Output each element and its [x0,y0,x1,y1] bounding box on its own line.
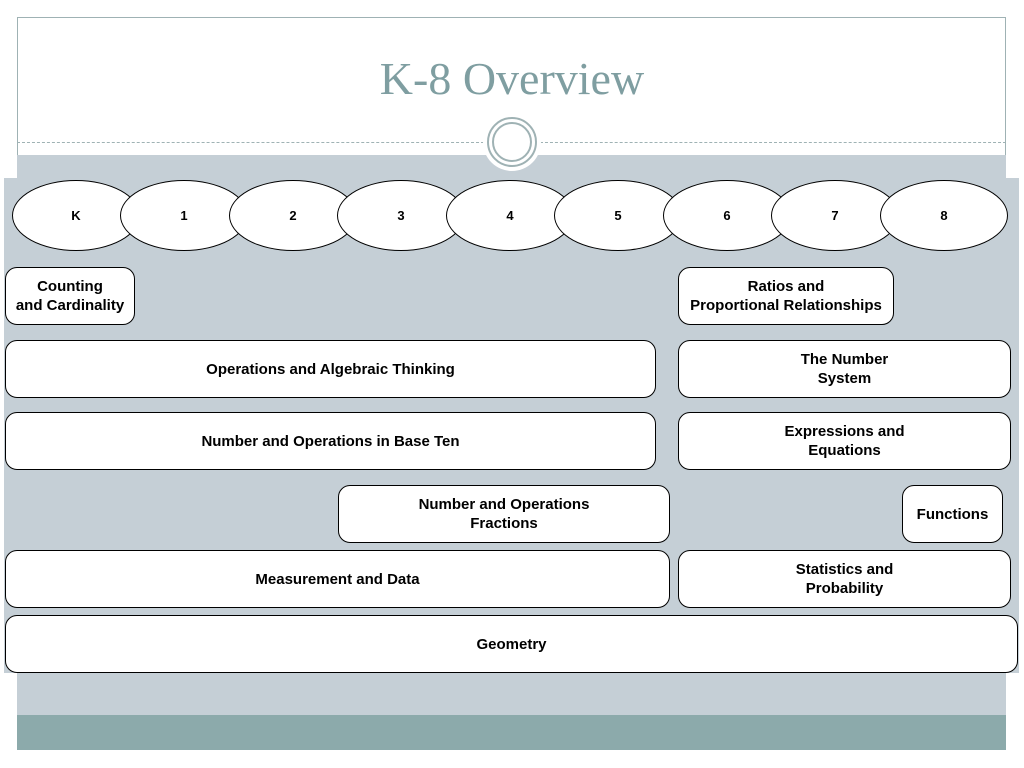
grade-3: 3 [337,180,465,251]
domain-base-ten: Number and Operations in Base Ten [5,412,656,470]
grade-6: 6 [663,180,791,251]
domain-number-system: The Number System [678,340,1011,398]
domain-fractions: Number and Operations Fractions [338,485,670,543]
grade-4: 4 [446,180,574,251]
grade-7: 7 [771,180,899,251]
domain-ratios: Ratios and Proportional Relationships [678,267,894,325]
ornament-ring-inner [492,122,532,162]
grade-1: 1 [120,180,248,251]
grade-5: 5 [554,180,682,251]
domain-expressions-equations: Expressions and Equations [678,412,1011,470]
grade-8: 8 [880,180,1008,251]
domain-counting-and-cardinality: Counting and Cardinality [5,267,135,325]
domain-operations-algebraic-thinking: Operations and Algebraic Thinking [5,340,656,398]
title-divider-right [540,142,1006,143]
footer-band [17,715,1006,750]
domain-measurement-data: Measurement and Data [5,550,670,608]
domain-statistics-probability: Statistics and Probability [678,550,1011,608]
title-divider-left [17,142,484,143]
domain-geometry: Geometry [5,615,1018,673]
domain-functions: Functions [902,485,1003,543]
slide-title: K-8 Overview [379,53,645,104]
grade-k: K [12,180,140,251]
